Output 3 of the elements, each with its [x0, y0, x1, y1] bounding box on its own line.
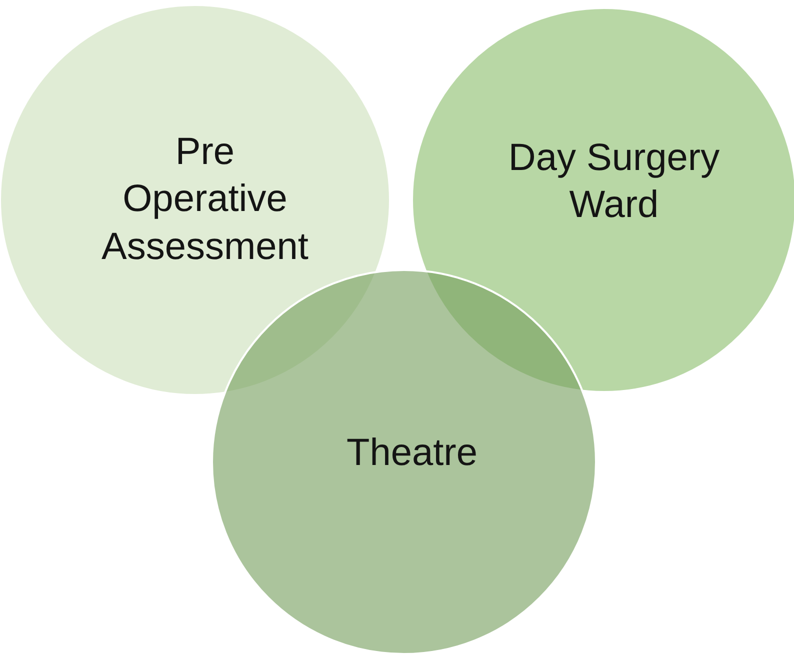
circle-label: Pre Operative Assessment: [100, 130, 310, 270]
circle-label: Theatre: [346, 431, 478, 476]
circle-label: Day Surgery Ward: [507, 136, 721, 228]
